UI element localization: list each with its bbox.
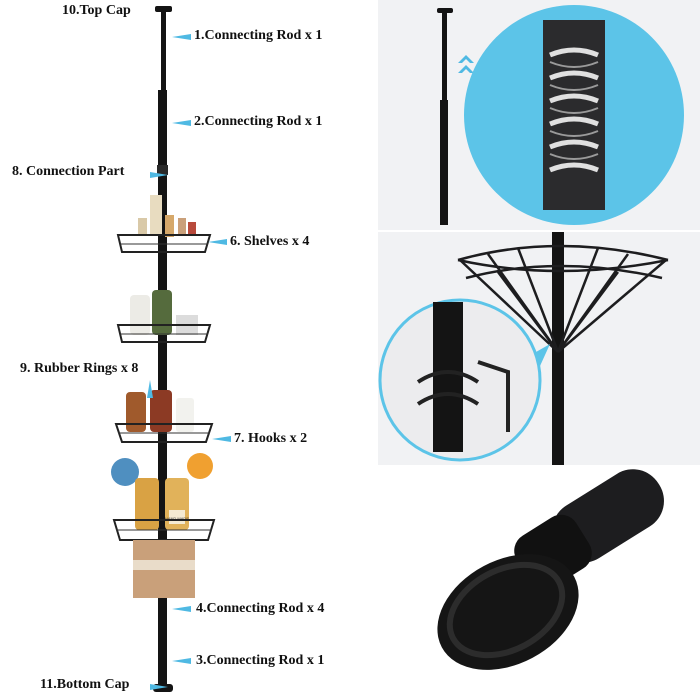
- shelf-3: [114, 390, 214, 443]
- bottom-cap-detail-panel: [378, 467, 700, 700]
- label-connecting-rod-4: 4.Connecting Rod x 4: [196, 601, 325, 616]
- label-top-cap: 10.Top Cap: [62, 3, 131, 18]
- up-arrow-icon: [458, 55, 474, 73]
- label-bottom-cap: 11.Bottom Cap: [40, 677, 130, 692]
- pointer-arrows: [147, 34, 231, 690]
- wire-basket: [457, 244, 669, 353]
- bottle-label: HAND MADE: [165, 516, 189, 521]
- label-connecting-rod-3: 3.Connecting Rod x 1: [196, 653, 325, 668]
- shelf-2: [116, 290, 212, 343]
- label-hooks: 7. Hooks x 2: [234, 431, 308, 446]
- label-rubber-rings: 9. Rubber Rings x 8: [20, 361, 139, 376]
- top-cap: [155, 6, 172, 12]
- label-connecting-rod-2: 2.Connecting Rod x 1: [194, 114, 323, 129]
- rubber-ring-detail-panel: [378, 232, 700, 465]
- spring-coil: [549, 47, 599, 173]
- spring-detail-panel: [378, 0, 700, 230]
- shelf-4: HAND MADE: [112, 478, 216, 598]
- blue-sponge: [111, 458, 139, 486]
- assembled-caddy-illustration: HAND MADE: [111, 6, 231, 692]
- shelf-1: [116, 195, 212, 253]
- label-connecting-rod-1: 1.Connecting Rod x 1: [194, 28, 323, 43]
- rubber-ring: [416, 360, 510, 432]
- label-connection-part: 8. Connection Part: [12, 164, 125, 179]
- label-shelves: 6. Shelves x 4: [230, 234, 310, 249]
- orange-sponge: [187, 453, 213, 479]
